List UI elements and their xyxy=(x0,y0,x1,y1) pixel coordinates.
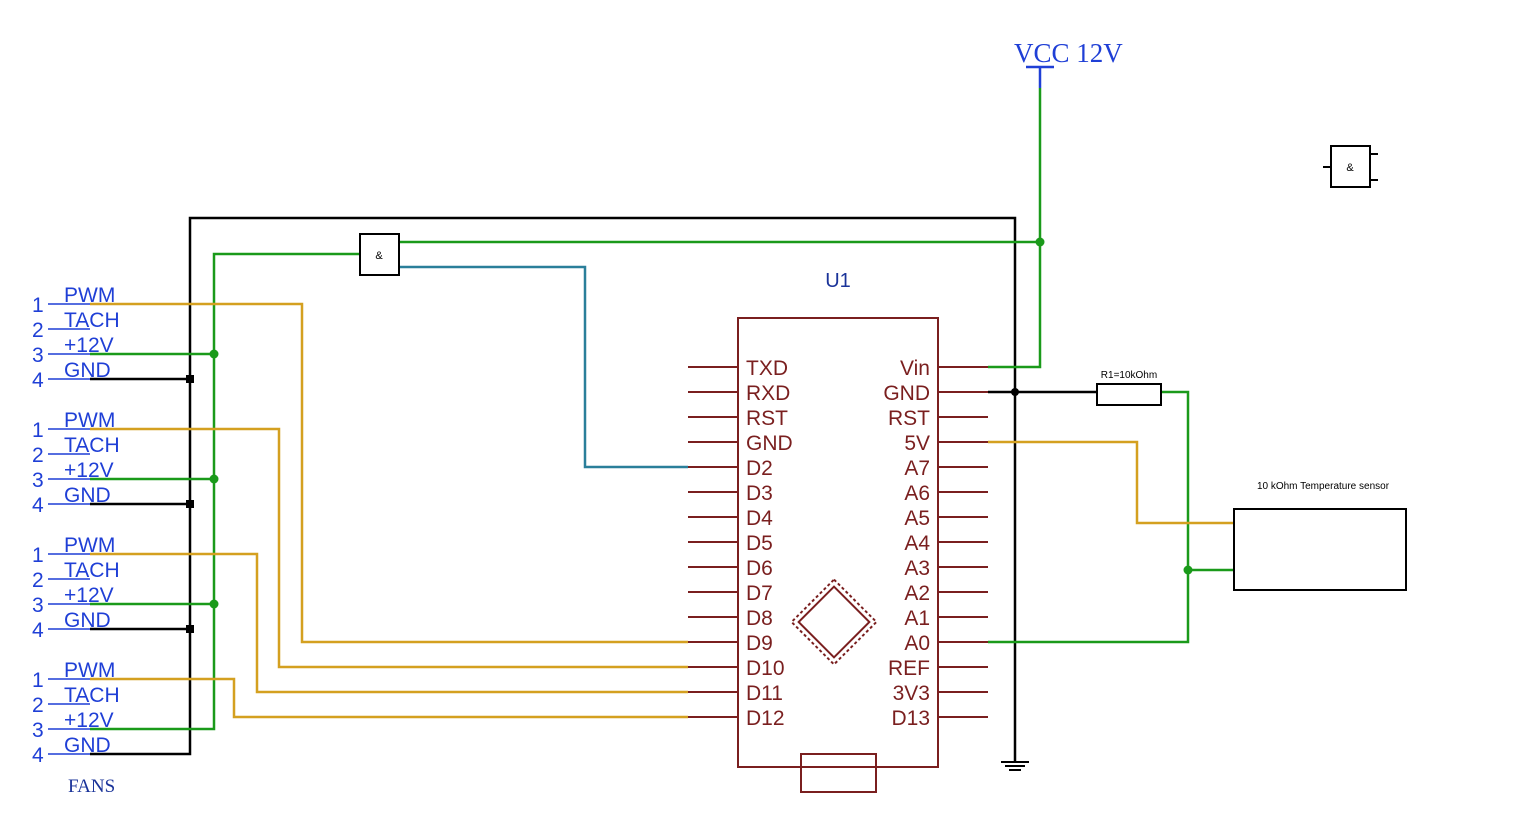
mcu-right-pin-label: A0 xyxy=(904,632,930,655)
fan-pin-number: 1 xyxy=(32,669,44,692)
fan-pin-name: +12V xyxy=(64,709,114,732)
mcu-left-pin-label: D3 xyxy=(746,482,773,505)
and-gate-label: & xyxy=(375,250,383,262)
mcu-left-pin-label: D11 xyxy=(746,682,783,705)
ground-net xyxy=(90,216,1097,762)
ground-symbol xyxy=(1001,761,1029,771)
fan-pin-name: GND xyxy=(64,609,111,632)
mcu-right-pin-label: A3 xyxy=(904,557,930,580)
mcu-right-pin-label: A2 xyxy=(904,582,930,605)
mcu-left-pin-label: D9 xyxy=(746,632,773,655)
fan-pin-number: 4 xyxy=(32,369,44,392)
fan-pin-number: 2 xyxy=(32,694,44,717)
fan-pin-name: GND xyxy=(64,734,111,757)
mcu-right-pin-label: Vin xyxy=(900,357,930,380)
spare-gate-label: & xyxy=(1346,162,1354,174)
mcu-left-pin-label: D5 xyxy=(746,532,773,555)
sensor-label: 10 kOhm Temperature sensor xyxy=(1257,481,1390,492)
power-net xyxy=(90,88,1234,731)
fan-pin-number: 3 xyxy=(32,719,44,742)
resistor-r1: R1=10kOhm xyxy=(1096,370,1162,406)
fan-pin-name: +12V xyxy=(64,334,114,357)
fan-pin-number: 4 xyxy=(32,744,44,767)
vcc-label: VCC 12V xyxy=(1014,38,1123,68)
pwm-nets xyxy=(90,302,1234,719)
mcu-left-pin-label: TXD xyxy=(746,357,788,380)
junction-dots-power xyxy=(209,237,1193,609)
mcu-right-pin-label: 5V xyxy=(904,432,930,455)
fan-pin-number: 1 xyxy=(32,419,44,442)
mcu-right-pin-label: RST xyxy=(888,407,930,430)
fan-pin-number: 3 xyxy=(32,344,44,367)
mcu-left-pin-label: D12 xyxy=(746,707,785,730)
mcu-pins: TXDRXDRSTGNDD2D3D4D5D6D7D8D9D10D11D12Vin… xyxy=(688,357,988,730)
signal-net xyxy=(399,265,688,469)
mcu-right-pin-label: A7 xyxy=(904,457,930,480)
fan-connector: 1 PWM 2 TACH 3 +12V 4 GND xyxy=(32,284,120,392)
fan-pin-number: 1 xyxy=(32,544,44,567)
mcu-right-pin-label: A6 xyxy=(904,482,930,505)
mcu-right-pin-label: D13 xyxy=(891,707,930,730)
spare-and-gate: & xyxy=(1323,145,1378,188)
mcu-right-pin-label: A1 xyxy=(904,607,930,630)
resistor-label: R1=10kOhm xyxy=(1101,370,1157,381)
mcu-left-pin-label: D10 xyxy=(746,657,785,680)
fan-pin-name: TACH xyxy=(64,559,120,582)
microcontroller-u1: U1 TXDRXDRSTGNDD2D3D4D5D6D7D8D9D10D11D12… xyxy=(688,270,988,793)
vcc-symbol: VCC 12V xyxy=(1014,38,1123,88)
and-gate: & xyxy=(359,233,400,276)
fan-pin-number: 3 xyxy=(32,469,44,492)
fan-pin-name: PWM xyxy=(64,659,115,682)
temperature-sensor: 10 kOhm Temperature sensor xyxy=(1233,481,1407,591)
fan-pin-number: 4 xyxy=(32,494,44,517)
fan-connector: 1 PWM 2 TACH 3 +12V 4 GND xyxy=(32,534,120,642)
fan-connector: 1 PWM 2 TACH 3 +12V 4 GND xyxy=(32,659,120,767)
fan-pin-name: GND xyxy=(64,359,111,382)
mcu-left-pin-label: D2 xyxy=(746,457,773,480)
mcu-left-pin-label: GND xyxy=(746,432,793,455)
fan-pin-name: TACH xyxy=(64,684,120,707)
mcu-left-pin-label: D6 xyxy=(746,557,773,580)
mcu-right-pin-label: A5 xyxy=(904,507,930,530)
fan-pin-name: TACH xyxy=(64,434,120,457)
fan-pin-name: +12V xyxy=(64,584,114,607)
fan-pin-name: PWM xyxy=(64,409,115,432)
mcu-right-pin-label: GND xyxy=(883,382,930,405)
junction-dots-ground xyxy=(186,375,1019,633)
fan-pin-name: TACH xyxy=(64,309,120,332)
fan-pin-name: PWM xyxy=(64,534,115,557)
fan-pin-name: GND xyxy=(64,484,111,507)
mcu-right-pin-label: 3V3 xyxy=(893,682,930,705)
fan-connector: 1 PWM 2 TACH 3 +12V 4 GND xyxy=(32,409,120,517)
chip-icon xyxy=(790,578,878,666)
fan-pin-number: 2 xyxy=(32,319,44,342)
mcu-left-pin-label: D8 xyxy=(746,607,773,630)
fan-pin-number: 1 xyxy=(32,294,44,317)
fans-label: FANS xyxy=(68,776,115,797)
mcu-ref-label: U1 xyxy=(825,270,851,292)
mcu-right-pin-label: A4 xyxy=(904,532,930,555)
fan-pin-number: 2 xyxy=(32,569,44,592)
mcu-right-pin-label: REF xyxy=(888,657,930,680)
fan-pin-number: 3 xyxy=(32,594,44,617)
mcu-left-pin-label: D4 xyxy=(746,507,773,530)
mcu-left-pin-label: RST xyxy=(746,407,788,430)
fan-pin-number: 4 xyxy=(32,619,44,642)
mcu-left-pin-label: D7 xyxy=(746,582,773,605)
mcu-left-pin-label: RXD xyxy=(746,382,790,405)
fan-pin-name: PWM xyxy=(64,284,115,307)
fan-pin-number: 2 xyxy=(32,444,44,467)
fan-pin-name: +12V xyxy=(64,459,114,482)
